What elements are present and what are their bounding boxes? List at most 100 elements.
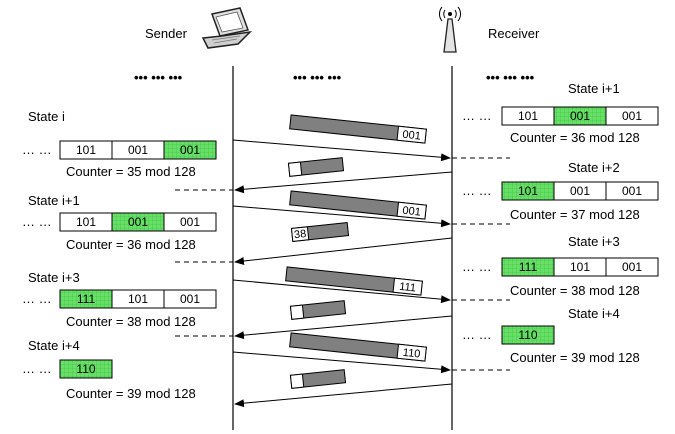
packet-tag: 001 [402,129,422,143]
ack-arrow [234,237,453,265]
state-cell-value: 101 [76,215,96,229]
ack-arrow [234,171,453,194]
state-cell [605,181,659,201]
sender-row-ellipsis: … … [22,142,52,157]
data-arrow [232,351,451,374]
sender-counter: Counter = 38 mod 128 [66,314,196,329]
receiver-state-title: State i+2 [568,160,620,175]
highlighted-cell [501,325,555,345]
sender-state-title: State i+4 [28,338,80,353]
data-arrow [232,139,451,162]
sender-counter: Counter = 39 mod 128 [66,386,196,401]
packet-header [396,201,427,220]
state-cell-value: 101 [570,260,590,274]
receiver-row-ellipsis: … … [462,183,492,198]
sender-row-ellipsis: … … [22,291,52,306]
sender-row-ellipsis: … … [22,214,52,229]
receiver-row-ellipsis: … … [462,327,492,342]
sender-state-title: State i+3 [28,270,80,285]
receiver-label: Receiver [488,26,540,41]
receiver-state-title: State i+3 [568,234,620,249]
sender-state-title: State i+1 [28,193,80,208]
state-cell-value: 110 [518,328,537,342]
packet-header [289,304,305,320]
receiver-state-title: State i+4 [568,306,620,321]
state-cell-value: 001 [622,184,642,198]
packet-header [396,125,427,144]
sender-top-ellipsis: ••• ••• ••• [134,70,183,85]
receiver-counter: Counter = 37 mod 128 [510,207,640,222]
state-cell [605,106,659,126]
message-arrows [232,139,453,408]
sender-state-title: State i [28,109,65,124]
packet-header [396,343,427,362]
state-cell-value: 101 [518,184,538,198]
laptop-icon [201,7,253,49]
ack-packet [289,300,347,320]
receiver-counter: Counter = 39 mod 128 [510,350,640,365]
data-arrow [232,205,451,228]
data-arrow [232,279,451,304]
sender-label: Sender [145,26,188,41]
ack-arrow [234,315,453,340]
receiver-top-ellipsis: ••• ••• ••• [486,70,535,85]
dashed-markers [175,157,510,371]
sender-counter: Counter = 36 mod 128 [66,237,196,252]
packet-tag: 110 [402,347,421,361]
packet-tag: 001 [402,205,422,219]
sender-counter: Counter = 35 mod 128 [66,164,196,179]
state-cell-value: 001 [570,109,590,123]
state-cell [163,212,217,232]
state-cell-value: 110 [76,362,95,376]
state-cell-value: 101 [76,143,96,157]
highlighted-cell [163,140,217,160]
receiver-counter: Counter = 38 mod 128 [510,283,640,298]
state-cell-value: 001 [622,260,642,274]
packet-header [290,226,310,242]
packets: 001 001 38 111 110 [285,114,427,389]
packet-header [392,277,423,296]
state-cell-value: 001 [622,109,642,123]
state-cell-value: 111 [519,260,538,274]
packet-header [289,373,305,389]
state-cell-value: 111 [77,292,96,306]
sender-row-ellipsis: … … [22,361,52,376]
receiver-state-title: State i+1 [568,81,620,96]
highlighted-cell [59,359,113,379]
state-cell-value: 001 [180,143,200,157]
data-packet: 110 [289,332,427,362]
state-cell-value: 001 [128,215,148,229]
state-cell-value: 101 [128,292,148,306]
ack-packet [287,157,345,177]
data-packet: 111 [285,266,423,296]
ack-arrow [234,383,453,408]
channel-top-ellipsis: ••• ••• ••• [293,70,342,85]
state-cell-value: 001 [128,143,148,157]
data-packet: 001 [289,190,427,220]
state-cell-value: 001 [570,184,590,198]
data-packet: 001 [289,114,427,144]
packet-tag: 38 [293,228,306,241]
ack-packet [289,369,347,389]
state-cell-value: 101 [518,109,538,123]
state-cell-value: 001 [180,292,200,306]
ack-packet: 38 [290,222,350,242]
state-cell [163,289,217,309]
packet-tag: 111 [399,281,417,295]
antenna-icon [438,6,462,53]
receiver-row-ellipsis: … … [462,259,492,274]
state-cell-value: 001 [180,215,200,229]
packet-header [287,161,303,177]
